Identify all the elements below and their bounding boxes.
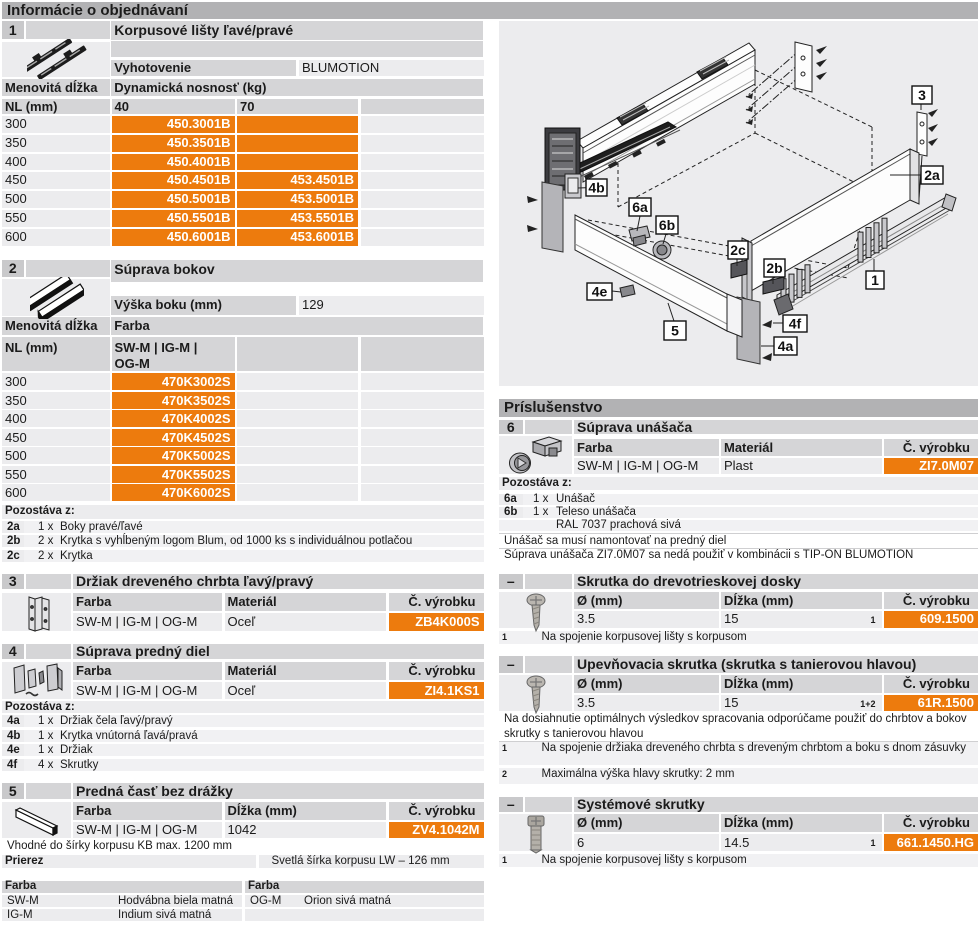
svg-text:2b: 2b bbox=[766, 260, 782, 276]
svg-text:1: 1 bbox=[871, 272, 879, 288]
svg-text:4e: 4e bbox=[592, 284, 608, 300]
svg-text:4a: 4a bbox=[778, 338, 794, 354]
svg-text:4b: 4b bbox=[588, 180, 604, 196]
svg-text:3: 3 bbox=[918, 87, 926, 103]
svg-text:2c: 2c bbox=[730, 242, 746, 258]
svg-text:4f: 4f bbox=[789, 316, 802, 332]
svg-text:6b: 6b bbox=[659, 217, 675, 233]
svg-text:2a: 2a bbox=[924, 167, 940, 183]
svg-text:5: 5 bbox=[671, 323, 679, 339]
svg-text:6a: 6a bbox=[632, 199, 648, 215]
